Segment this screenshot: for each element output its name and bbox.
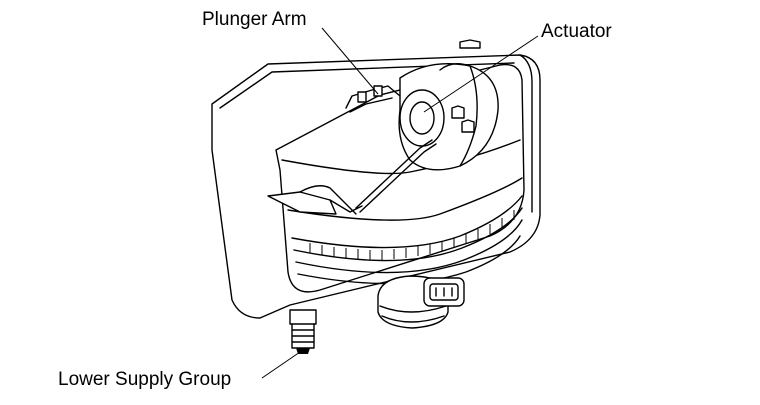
rib-teeth <box>309 210 515 260</box>
top-studs <box>451 39 481 133</box>
leader-actuator <box>423 35 539 113</box>
lower-supply-fitting <box>289 309 317 354</box>
leader-lines <box>261 27 539 379</box>
side-flange <box>267 185 363 215</box>
leader-plunger-arm <box>321 27 379 95</box>
label-plunger-arm: Plunger Arm <box>202 9 307 30</box>
actuator-body <box>398 63 499 171</box>
label-lower-supply-group: Lower Supply Group <box>58 369 232 390</box>
label-actuator: Actuator <box>541 21 612 42</box>
plunger-arm <box>345 85 437 213</box>
outlet-connector <box>377 275 465 329</box>
leader-lower-supply <box>261 351 301 379</box>
